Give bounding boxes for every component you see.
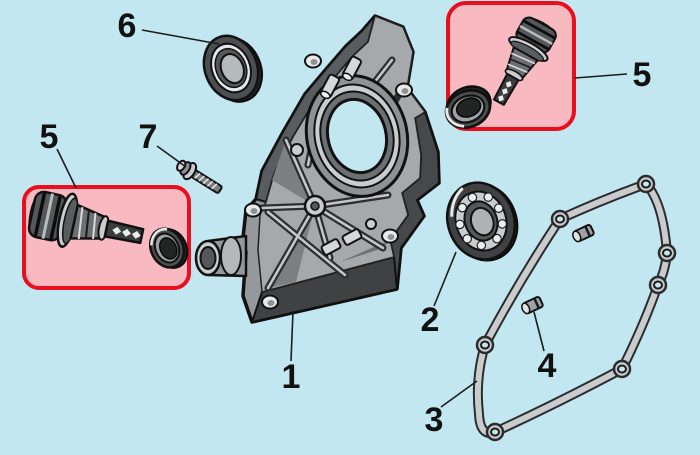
callout-7: 7 xyxy=(139,118,158,156)
leader-lines xyxy=(56,29,628,408)
leader-1 xyxy=(290,310,294,362)
part-gasket xyxy=(472,174,677,442)
callout-4: 4 xyxy=(538,347,557,385)
part-ball-bearing xyxy=(445,181,519,262)
leader-3 xyxy=(440,380,478,408)
oil-filler-neck xyxy=(194,234,248,278)
part-crankcase-cover xyxy=(194,14,441,324)
callout-1: 1 xyxy=(282,358,301,396)
callout-3: 3 xyxy=(425,401,444,439)
leader-5-left xyxy=(56,148,77,189)
callout-5-left: 5 xyxy=(40,118,59,156)
callout-2: 2 xyxy=(421,301,440,339)
leader-4 xyxy=(533,311,545,352)
part-oil-seal xyxy=(202,34,263,103)
leader-5-right xyxy=(574,73,628,79)
callout-6: 6 xyxy=(118,7,137,45)
leader-7 xyxy=(156,145,187,168)
leader-2 xyxy=(433,251,457,307)
leader-6 xyxy=(141,29,220,45)
part-flange-bolt xyxy=(176,159,223,194)
callout-5-right: 5 xyxy=(633,56,652,94)
